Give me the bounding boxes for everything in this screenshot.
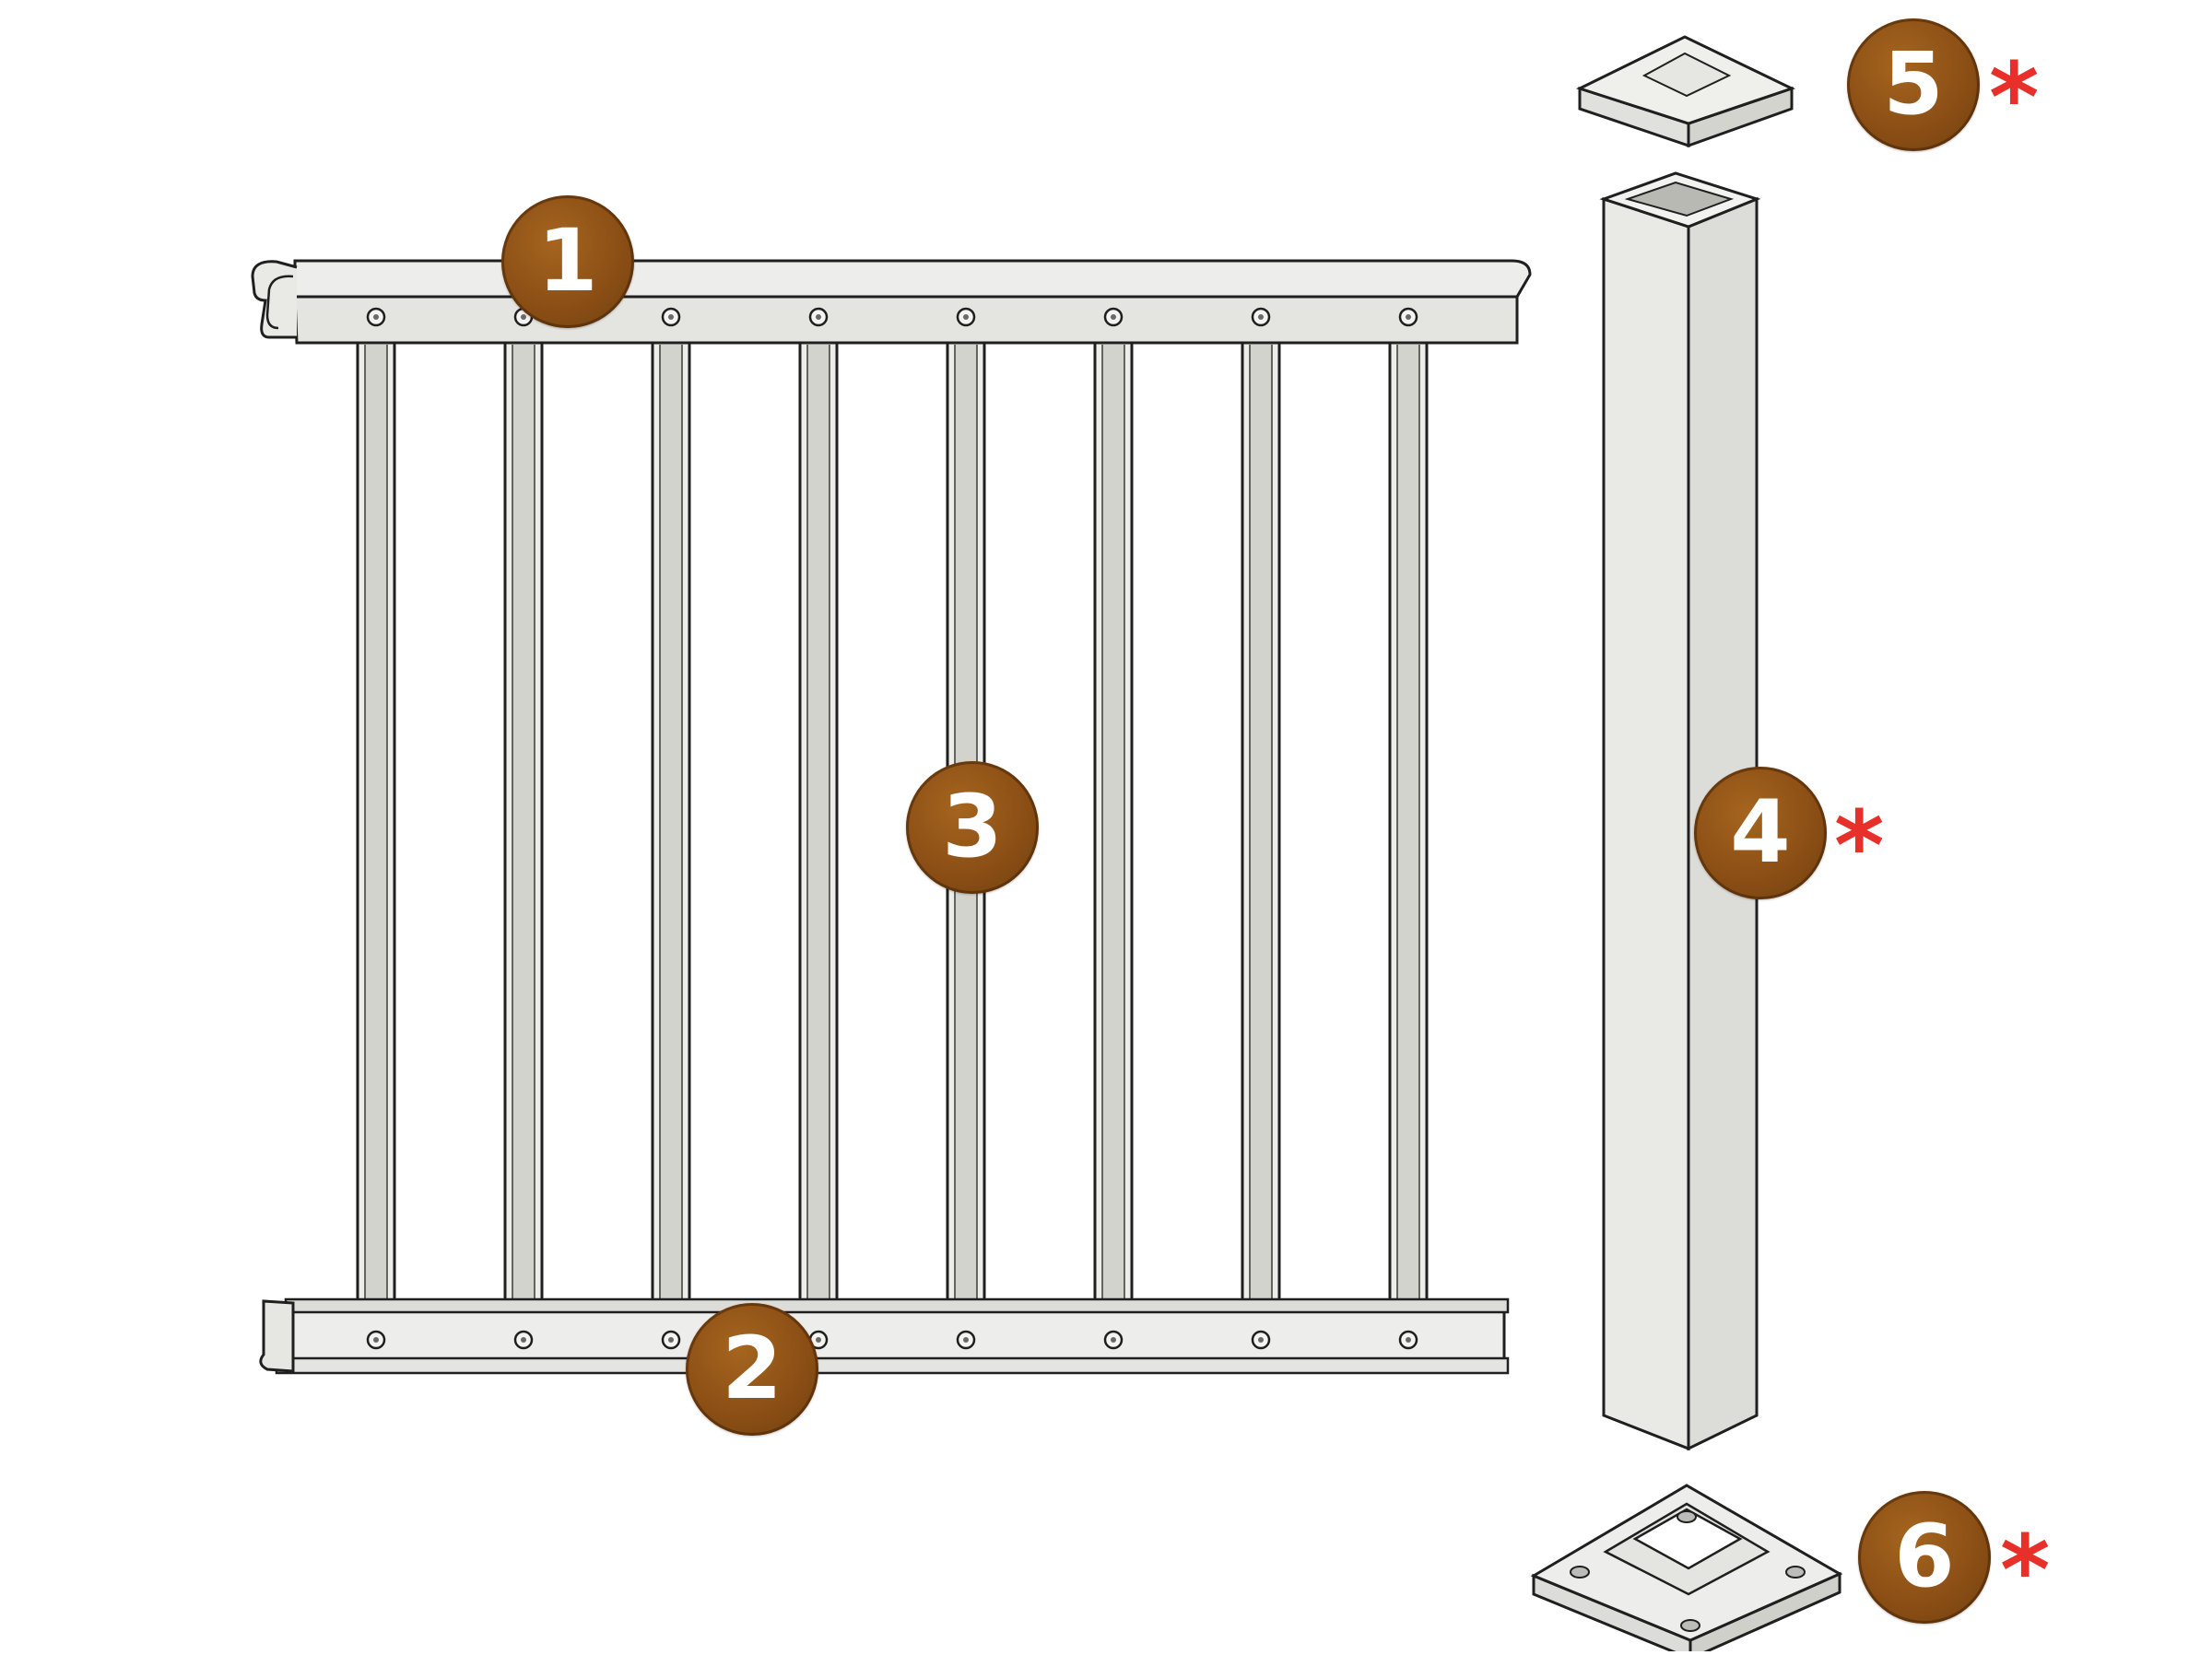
bottom-rail-profile — [259, 1299, 295, 1373]
callout-label: 1 — [537, 211, 598, 311]
baluster-group — [356, 339, 1429, 1307]
callout-2: 2 — [686, 1303, 818, 1436]
callout-4: 4 — [1694, 767, 1827, 899]
base-plate-socket — [1632, 1508, 1743, 1570]
baluster — [1093, 339, 1134, 1307]
callout-3: 3 — [906, 761, 1039, 894]
bottom-rail-top-lip — [284, 1297, 1510, 1314]
rail-screw — [1251, 307, 1271, 327]
rail-screw — [1251, 1330, 1271, 1350]
asterisk-6: * — [2000, 1514, 2051, 1626]
rail-screw — [661, 1330, 681, 1350]
callout-6: 6 — [1858, 1491, 1991, 1624]
callout-label: 5 — [1883, 34, 1944, 135]
callout-label: 2 — [722, 1319, 782, 1419]
baluster — [1388, 339, 1429, 1307]
asterisk-5: * — [1989, 41, 2040, 154]
baluster — [503, 339, 544, 1307]
rail-screw — [1398, 307, 1418, 327]
post — [1599, 171, 1761, 1451]
top-rail-screws — [366, 307, 1418, 327]
baluster — [356, 339, 396, 1307]
bottom-rail-screws — [366, 1330, 1418, 1350]
post-left-face — [1602, 196, 1690, 1451]
rail-screw — [808, 307, 829, 327]
top-rail-body — [293, 295, 1519, 345]
callout-label: 3 — [942, 777, 1003, 877]
base-plate-hole — [1570, 1566, 1590, 1579]
rail-screw — [956, 1330, 976, 1350]
asterisk-4: * — [1834, 790, 1885, 902]
base-plate-hole — [1677, 1510, 1697, 1523]
base-plate-hole — [1785, 1566, 1806, 1579]
rail-screw — [366, 1330, 386, 1350]
post-cap-pyramid — [1641, 52, 1732, 98]
callout-5: 5 — [1847, 18, 1980, 151]
top-rail-profile-channel — [265, 275, 294, 330]
callout-1: 1 — [501, 195, 634, 328]
rail-screw — [1398, 1330, 1418, 1350]
rail-screw — [513, 1330, 534, 1350]
top-rail-cap — [293, 259, 1532, 299]
rail-screw — [956, 307, 976, 327]
top-rail — [251, 259, 1532, 345]
rail-screw — [1103, 1330, 1124, 1350]
callout-label: 6 — [1894, 1507, 1955, 1607]
rail-screw — [1103, 307, 1124, 327]
rail-screw — [366, 307, 386, 327]
baluster — [651, 339, 691, 1307]
base-plate-hole — [1680, 1619, 1700, 1632]
callout-label: 4 — [1730, 782, 1791, 883]
rail-screw — [808, 1330, 829, 1350]
baluster — [1241, 339, 1281, 1307]
bottom-rail-bottom-lip — [275, 1356, 1510, 1375]
rail-screw — [661, 307, 681, 327]
baluster — [798, 339, 839, 1307]
bottom-rail — [259, 1297, 1510, 1375]
post-cap — [1576, 35, 1795, 148]
base-plate — [1530, 1484, 1843, 1655]
post-top-opening — [1624, 181, 1735, 217]
top-rail-profile — [251, 260, 298, 339]
